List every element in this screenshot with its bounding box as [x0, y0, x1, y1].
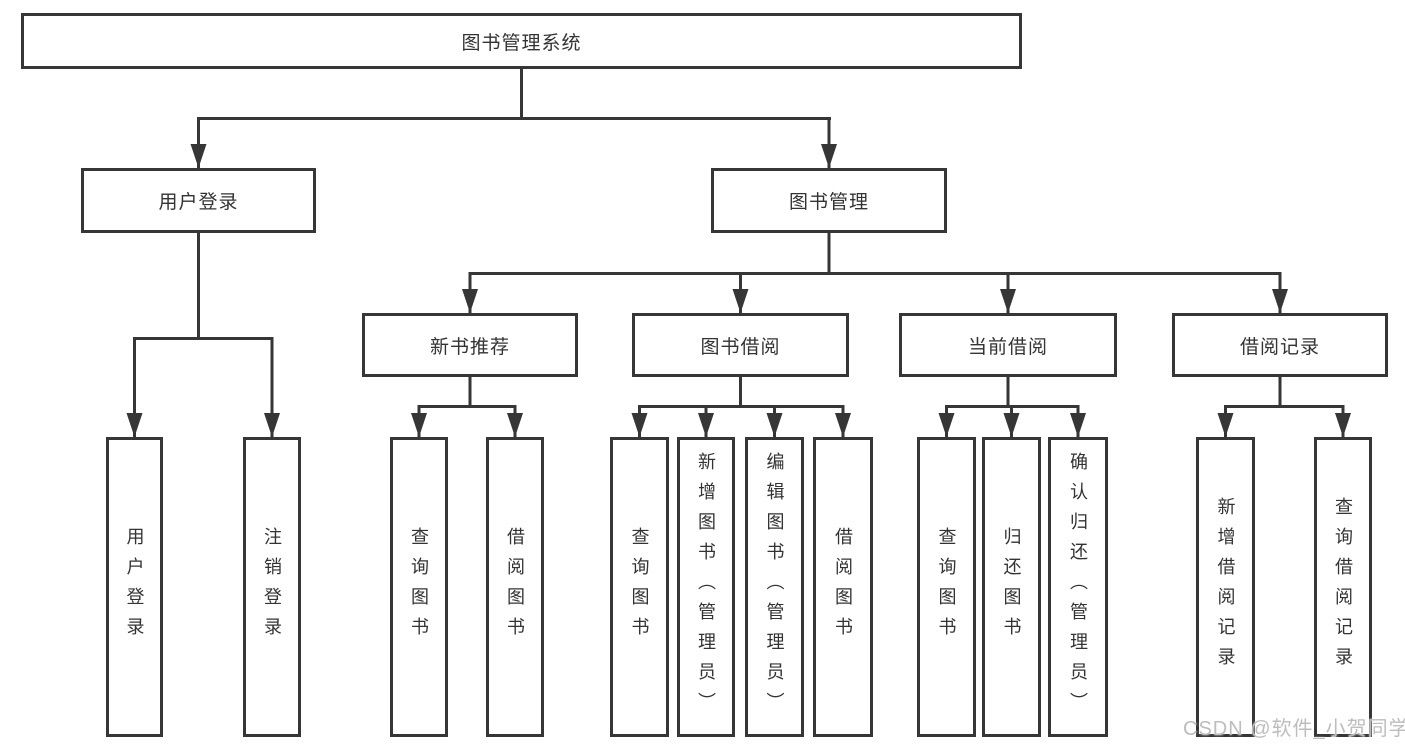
node-user-login: 用户登录 — [81, 168, 316, 233]
node-current-borrow: 当前借阅 — [899, 313, 1117, 377]
csdn-watermark: CSDN @软件_小贺同学 — [1183, 718, 1405, 740]
node-user-login-label: 用户登录 — [158, 192, 239, 213]
node-book-borrow: 图书借阅 — [632, 313, 849, 377]
leaf-bb-add-books: 新增图书（管理员） — [677, 437, 735, 737]
leaf-bb-edit-books: 编辑图书（管理员） — [745, 437, 804, 737]
node-new-book-recommend: 新书推荐 — [362, 313, 578, 377]
leaf-bb-edit-books-label: 编辑图书（管理员） — [764, 452, 785, 722]
node-book-management-label: 图书管理 — [788, 192, 869, 213]
node-root-label: 图书管理系统 — [461, 32, 582, 54]
leaf-br-add-record-label: 新增借阅记录 — [1215, 497, 1236, 677]
leaf-logout-label: 注销登录 — [262, 527, 282, 647]
leaf-cb-query-books: 查询图书 — [917, 437, 976, 737]
leaf-rec-query-books-label: 查询图书 — [409, 527, 429, 647]
node-root: 图书管理系统 — [21, 13, 1022, 69]
leaf-bb-query-books: 查询图书 — [610, 437, 669, 737]
leaf-rec-query-books: 查询图书 — [390, 437, 448, 737]
connector-borrow-records — [1224, 377, 1345, 408]
leaf-bb-query-books-label: 查询图书 — [629, 527, 650, 647]
connector-current-borrow — [945, 377, 1080, 408]
node-book-borrow-label: 图书借阅 — [700, 336, 781, 358]
node-current-borrow-label: 当前借阅 — [967, 336, 1048, 358]
leaf-rec-borrow-books-label: 借阅图书 — [505, 527, 525, 647]
node-book-management: 图书管理 — [711, 168, 947, 233]
connector-book-management — [468, 233, 1282, 275]
leaf-cb-return-books: 归还图书 — [982, 437, 1041, 737]
node-borrow-records: 借阅记录 — [1172, 313, 1388, 377]
leaf-cb-query-books-label: 查询图书 — [936, 527, 957, 647]
leaf-cb-return-books-label: 归还图书 — [1001, 527, 1022, 647]
leaf-cb-confirm-return: 确认归还（管理员） — [1048, 437, 1108, 737]
node-borrow-records-label: 借阅记录 — [1239, 336, 1320, 358]
leaf-user-login-label: 用户登录 — [124, 527, 145, 647]
node-new-book-recommend-label: 新书推荐 — [429, 336, 510, 358]
leaf-user-login: 用户登录 — [106, 437, 163, 737]
leaf-logout: 注销登录 — [243, 437, 301, 737]
leaf-bb-borrow-books: 借阅图书 — [813, 437, 873, 737]
leaf-br-query-record-label: 查询借阅记录 — [1333, 497, 1353, 677]
connector-book-borrow — [638, 377, 845, 408]
leaf-br-add-record: 新增借阅记录 — [1196, 437, 1255, 737]
leaf-cb-confirm-return-label: 确认归还（管理员） — [1068, 452, 1088, 722]
leaf-rec-borrow-books: 借阅图书 — [486, 437, 544, 737]
leaf-br-query-record: 查询借阅记录 — [1314, 437, 1372, 737]
leaf-bb-add-books-label: 新增图书（管理员） — [696, 452, 716, 722]
connector-new-book-recommend — [417, 377, 517, 408]
connector-root — [197, 69, 831, 120]
connector-user-login — [133, 233, 274, 340]
leaf-bb-borrow-books-label: 借阅图书 — [833, 527, 853, 647]
